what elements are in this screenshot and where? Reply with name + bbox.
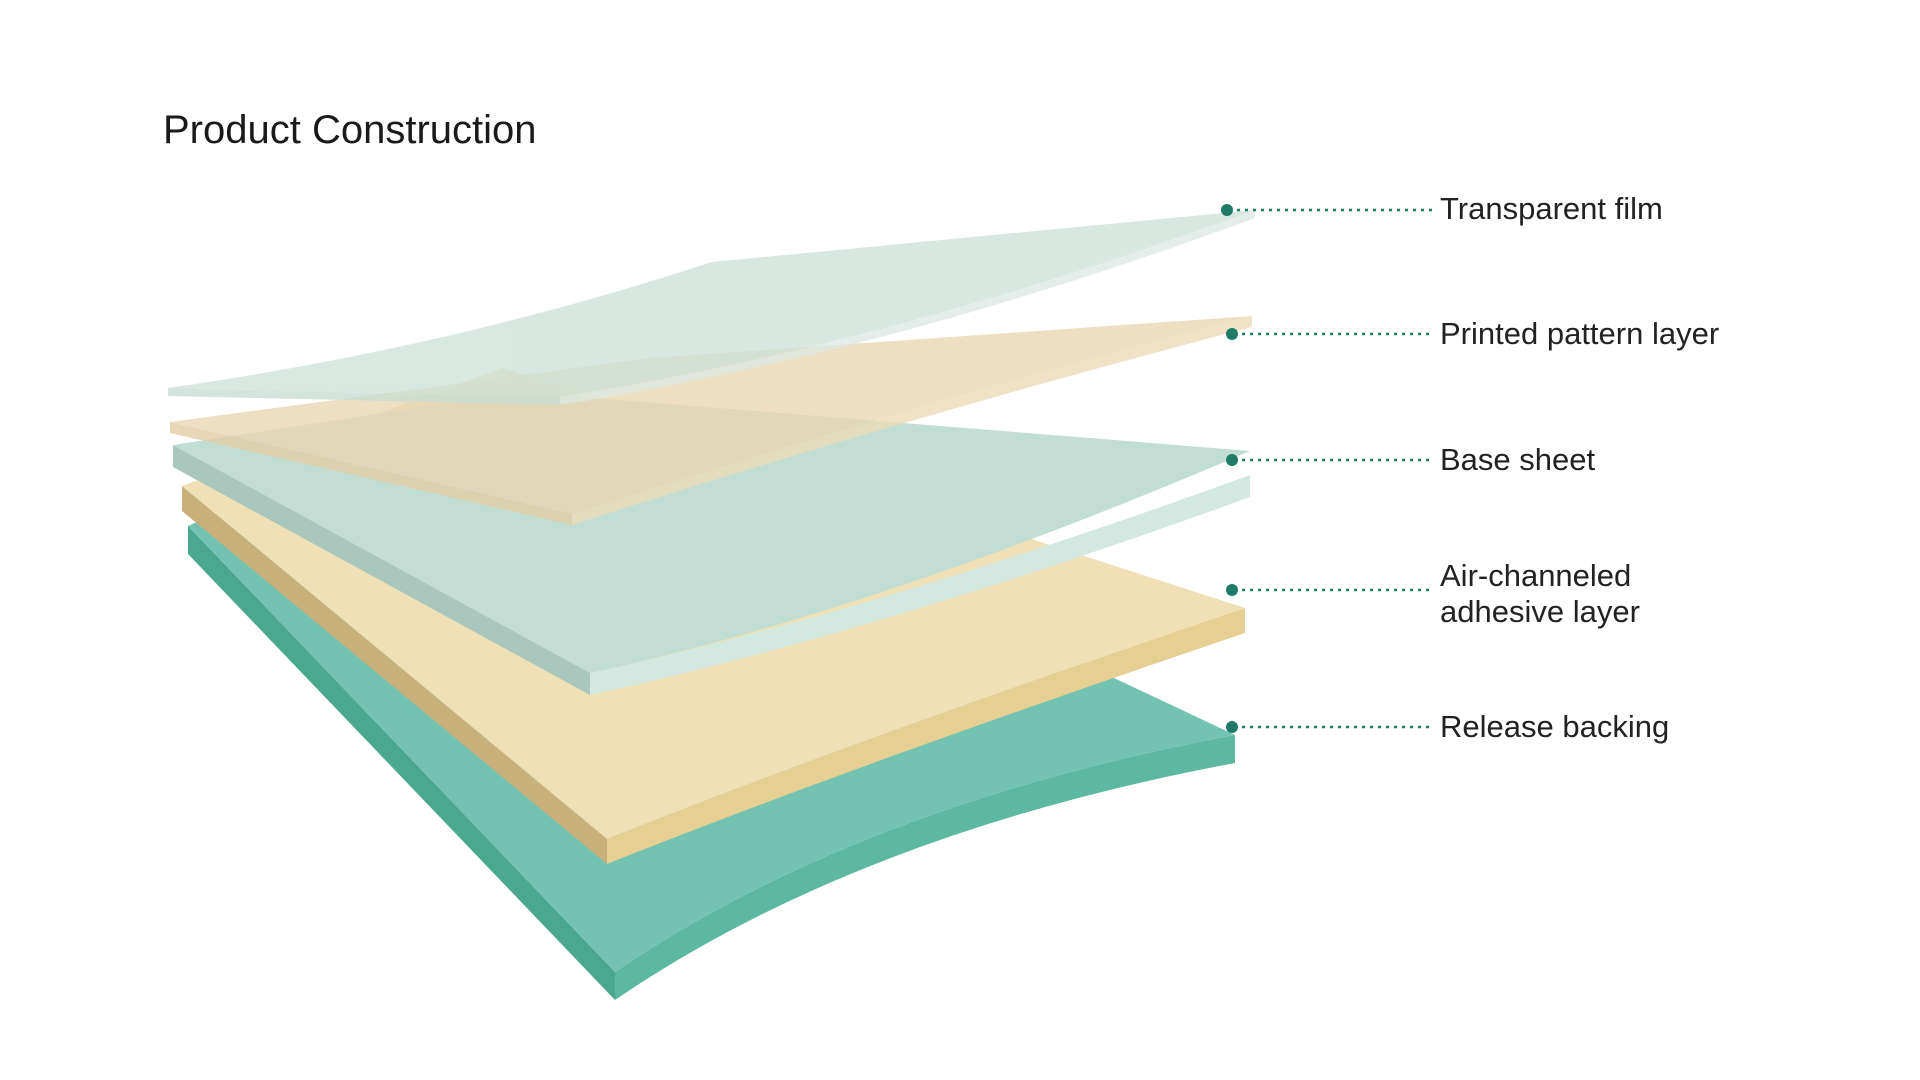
leader-release-backing [1226,721,1432,733]
leader-transparent-film [1221,204,1432,216]
leader-printed-pattern-layer [1226,328,1432,340]
label-line: Release backing [1440,709,1670,744]
label-air-channeled-adhesive-layer: Air-channeled adhesive layer [1440,558,1640,630]
layer-transparent-film [168,210,1255,405]
label-release-backing: Release backing [1440,709,1669,745]
label-line: Base sheet [1440,442,1596,477]
label-line: Air-channeled [1440,558,1632,593]
label-line: adhesive layer [1440,594,1640,629]
label-printed-pattern-layer: Printed pattern layer [1440,316,1719,352]
label-line: Printed pattern layer [1440,316,1720,351]
layer-printed-pattern [170,316,1252,525]
label-line: Transparent film [1440,191,1663,226]
label-base-sheet: Base sheet [1440,442,1595,478]
label-transparent-film: Transparent film [1440,191,1663,227]
leader-base-sheet [1226,454,1432,466]
leader-air-channeled-adhesive-layer [1226,584,1432,596]
page-title: Product Construction [163,108,537,152]
